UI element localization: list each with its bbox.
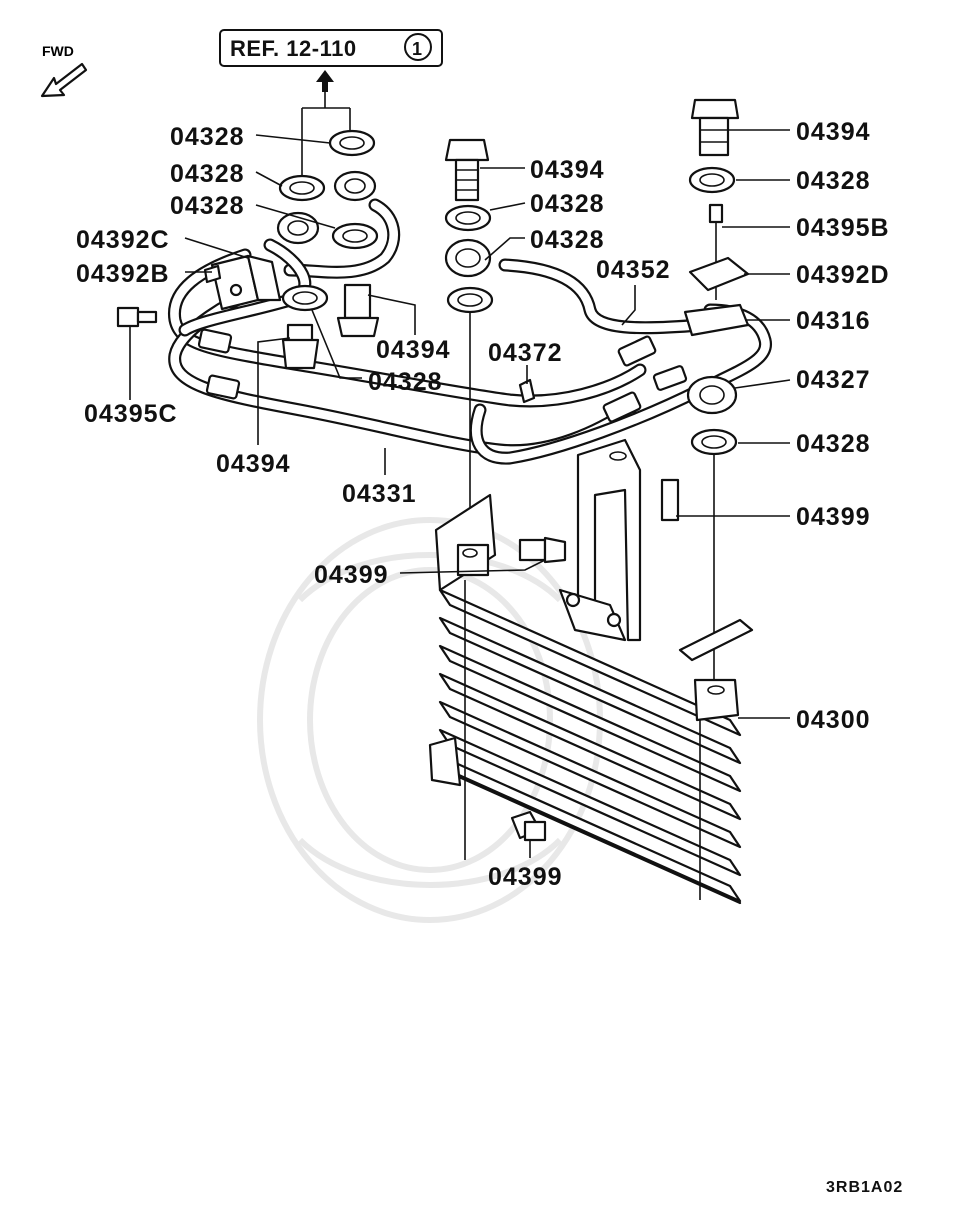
ref-label: REF. 12-110 <box>230 36 357 61</box>
callout-labels: 04328 04328 04328 04392C 04392B 04395C 0… <box>76 118 890 891</box>
callout-label: 04328 <box>368 368 443 396</box>
callout-label: 04327 <box>796 366 871 394</box>
callout-label: 04394 <box>530 156 605 184</box>
callout-label: 04352 <box>596 256 671 284</box>
fwd-indicator: FWD <box>40 43 88 98</box>
callout-label: 04395C <box>84 400 178 428</box>
center-fittings <box>444 138 494 545</box>
cooler-fins <box>438 588 742 905</box>
hose-clamp <box>203 254 282 311</box>
ref-circle-number: 1 <box>412 39 423 59</box>
reference-box: REF. 12-110 1 <box>219 29 443 178</box>
callout-label: 04394 <box>796 118 871 146</box>
callout-label: 04394 <box>216 450 291 478</box>
fwd-label: FWD <box>42 43 74 59</box>
callout-label: 04316 <box>796 307 871 335</box>
callout-label: 04328 <box>530 190 605 218</box>
leader-lines <box>129 129 791 858</box>
callout-label: 04372 <box>488 339 563 367</box>
callout-label: 04328 <box>170 192 245 220</box>
callout-label: 04331 <box>342 480 417 508</box>
oil-cooler-assembly <box>428 438 754 905</box>
right-fittings <box>660 98 750 690</box>
callout-label: 04392C <box>76 226 170 254</box>
callout-label: 04392D <box>796 261 890 289</box>
drawing-code: 3RB1A02 <box>826 1179 903 1196</box>
fwd-arrow-icon <box>40 62 88 98</box>
callout-label: 04328 <box>170 160 245 188</box>
callout-label: 04328 <box>796 430 871 458</box>
callout-label: 04394 <box>376 336 451 364</box>
callout-label: 04328 <box>530 226 605 254</box>
up-arrow-icon <box>316 70 334 92</box>
callout-label: 04392B <box>76 260 170 288</box>
callout-label: 04399 <box>488 863 563 891</box>
callout-label: 04399 <box>314 561 389 589</box>
callout-label: 04328 <box>170 123 245 151</box>
left-fittings <box>116 129 380 370</box>
watermark-emblem <box>257 517 603 923</box>
callout-label: 04328 <box>796 167 871 195</box>
callout-label: 04300 <box>796 706 871 734</box>
callout-label: 04395B <box>796 214 890 242</box>
callout-label: 04399 <box>796 503 871 531</box>
